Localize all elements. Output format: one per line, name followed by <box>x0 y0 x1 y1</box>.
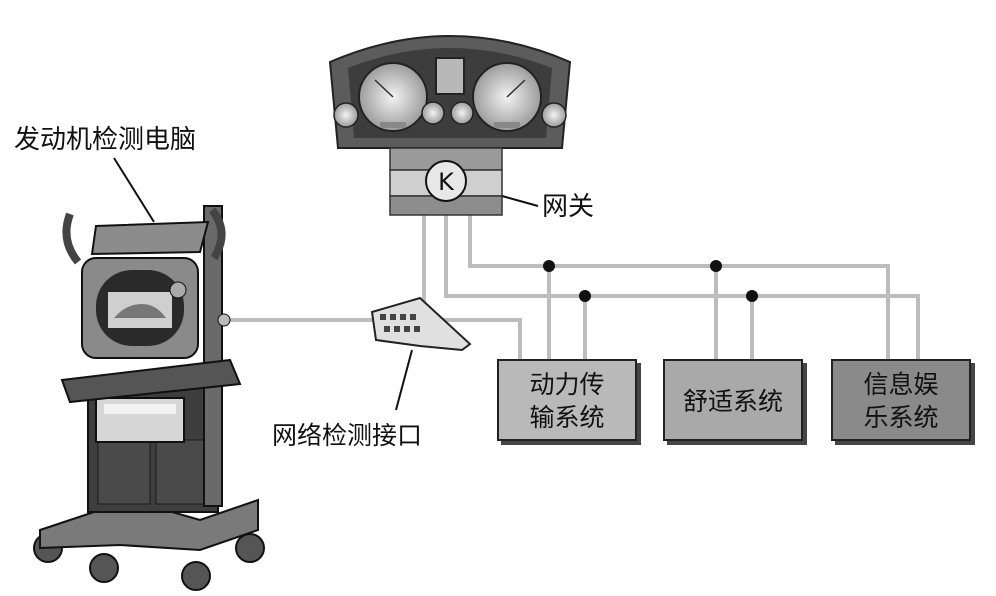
infotainment-box: 信息娱 乐系统 <box>831 359 971 441</box>
bus-junctions <box>543 260 758 302</box>
junction-dot <box>543 260 555 272</box>
bus-line-lower <box>444 215 920 360</box>
obd-connector-icon <box>370 296 472 352</box>
instrument-cluster-icon <box>328 35 572 149</box>
diagnostic-cart-icon <box>33 205 265 591</box>
junction-dot <box>710 260 722 272</box>
obd-leader <box>395 349 413 411</box>
infotainment-label-line1: 信息娱 <box>863 370 938 399</box>
diag-line-gateway <box>422 215 522 360</box>
diagnostic-computer-label: 发动机检测电脑 <box>14 125 196 155</box>
comfort-label: 舒适系统 <box>683 387 783 416</box>
obd-port-label: 网络检测接口 <box>272 421 422 450</box>
gateway-label: 网关 <box>542 192 594 222</box>
comfort-box: 舒适系统 <box>663 359 803 441</box>
bus-wires <box>230 215 920 360</box>
junction-dot <box>746 290 758 302</box>
powertrain-box: 动力传 输系统 <box>497 359 637 441</box>
junction-dot <box>579 290 591 302</box>
powertrain-label-line2: 输系统 <box>529 403 604 432</box>
powertrain-label-line1: 动力传 <box>529 370 604 399</box>
infotainment-label-line2: 乐系统 <box>863 403 938 432</box>
gateway-symbol: K <box>438 168 455 196</box>
bus-line-upper <box>468 215 890 360</box>
gateway-k-icon: K <box>389 147 503 216</box>
gateway-leader <box>501 195 539 207</box>
cart-leader <box>113 157 155 223</box>
